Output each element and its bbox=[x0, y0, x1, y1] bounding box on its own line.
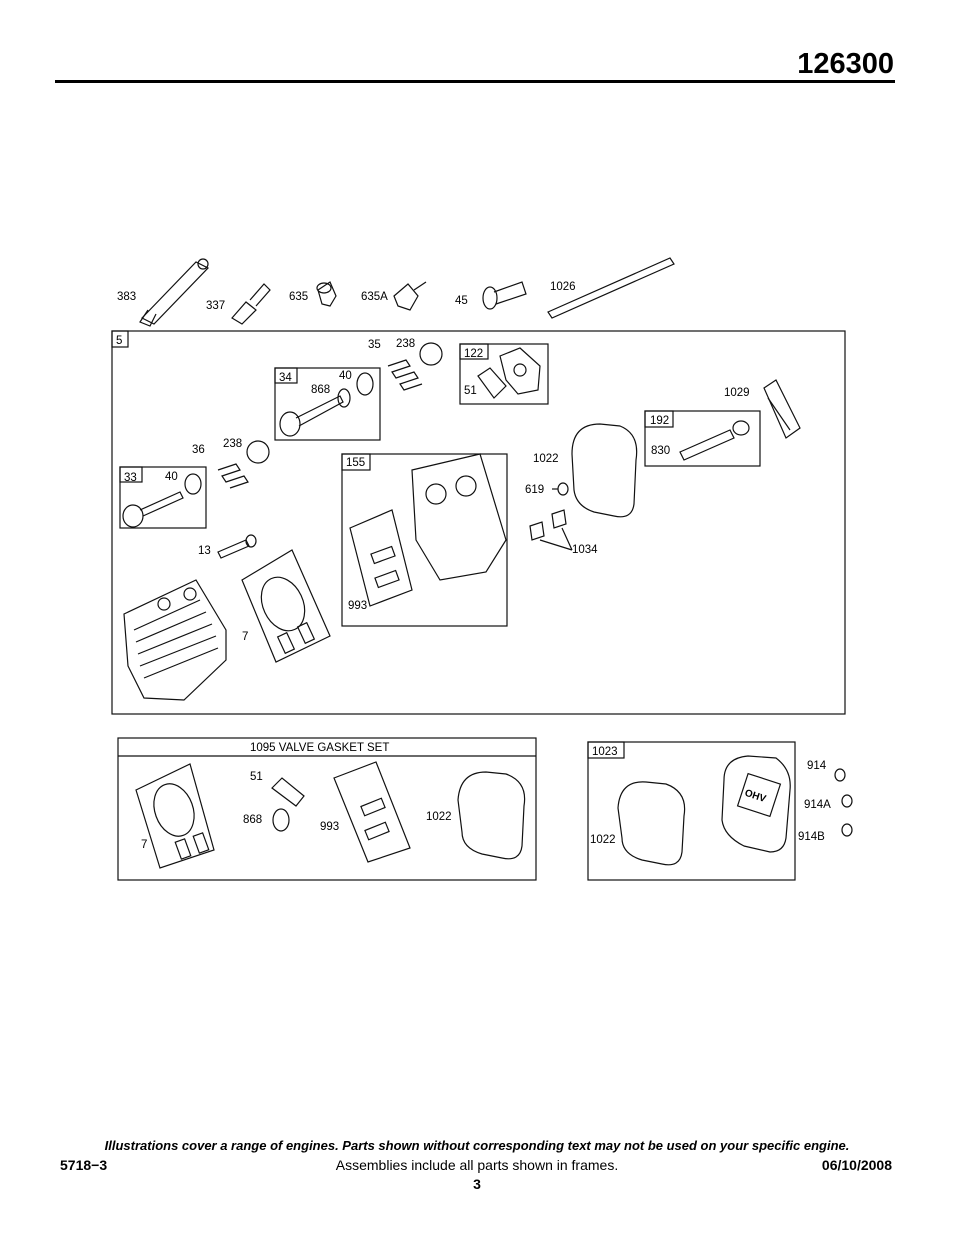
label-1034: 1034 bbox=[572, 544, 598, 556]
footer-disclaimer: Illustrations cover a range of engines. … bbox=[104, 1138, 850, 1153]
label-45: 45 bbox=[455, 295, 468, 307]
label-238-a: 238 bbox=[396, 338, 415, 350]
logo-ohv: OHV bbox=[743, 788, 767, 805]
frame-5-tag bbox=[111, 330, 129, 348]
part-1029-rocker-cover-piece bbox=[763, 379, 801, 439]
label-36: 36 bbox=[192, 444, 205, 456]
label-914B: 914B bbox=[798, 831, 825, 843]
frame-155 bbox=[341, 453, 508, 627]
label-1022-b: 1022 bbox=[426, 811, 452, 823]
label-34: 34 bbox=[279, 372, 292, 384]
label-51-b: 51 bbox=[250, 771, 263, 783]
part-valve-exhaust bbox=[122, 473, 202, 528]
part-238-retainer bbox=[419, 342, 443, 366]
label-40-b: 40 bbox=[165, 471, 178, 483]
label-635: 635 bbox=[289, 291, 308, 303]
part-122-breather bbox=[477, 347, 541, 399]
label-7-b: 7 bbox=[141, 839, 147, 851]
frame-33 bbox=[119, 466, 207, 529]
label-40-a: 40 bbox=[339, 370, 352, 382]
label-868-b: 868 bbox=[243, 814, 262, 826]
label-635A: 635A bbox=[361, 291, 388, 303]
part-13-bolt bbox=[217, 534, 257, 559]
label-5: 5 bbox=[116, 335, 122, 347]
label-1026: 1026 bbox=[550, 281, 576, 293]
part-cylinder-head bbox=[123, 579, 227, 701]
label-122: 122 bbox=[464, 348, 483, 360]
label-155: 155 bbox=[346, 457, 365, 469]
label-1022-a: 1022 bbox=[533, 453, 559, 465]
part-1034-clip bbox=[529, 509, 573, 551]
label-51-a: 51 bbox=[464, 385, 477, 397]
footer-date: 06/10/2008 bbox=[821, 1157, 892, 1173]
part-155-intake-adapter bbox=[411, 453, 507, 581]
part-868-seal-set bbox=[272, 808, 290, 832]
label-619: 619 bbox=[525, 484, 544, 496]
part-830-rocker-stud bbox=[679, 420, 750, 461]
part-914-screws bbox=[834, 768, 853, 837]
label-868-a: 868 bbox=[311, 384, 330, 396]
part-1022-gasket-set bbox=[457, 771, 526, 860]
label-914: 914 bbox=[807, 760, 827, 772]
part-635A-cap bbox=[393, 281, 427, 311]
label-33: 33 bbox=[124, 472, 137, 484]
label-914A: 914A bbox=[804, 799, 831, 811]
part-1022-gasket-cover bbox=[617, 781, 686, 866]
label-993-b: 993 bbox=[320, 821, 339, 833]
frame-1095-gasket-set bbox=[117, 737, 537, 881]
header-rule bbox=[55, 80, 895, 83]
label-35: 35 bbox=[368, 339, 381, 351]
label-337: 337 bbox=[206, 300, 225, 312]
part-7-head-gasket-set bbox=[135, 763, 215, 869]
part-337-spark-plug bbox=[231, 283, 271, 325]
part-238-retainer-2 bbox=[246, 440, 270, 464]
part-1026-push-rod bbox=[547, 257, 675, 319]
label-13: 13 bbox=[198, 545, 211, 557]
part-619-screw bbox=[552, 482, 569, 496]
part-51-gasket-set bbox=[271, 777, 305, 807]
part-45-push-rod-guide bbox=[482, 281, 527, 310]
footer-doc-number: 5718−3 bbox=[60, 1157, 108, 1173]
frame-122 bbox=[459, 343, 549, 405]
part-993-gasket-set bbox=[333, 761, 411, 863]
part-valve-intake bbox=[279, 372, 374, 437]
model-number: 126300 bbox=[797, 48, 894, 80]
label-993-a: 993 bbox=[348, 600, 367, 612]
label-1022-c: 1022 bbox=[590, 834, 616, 846]
part-1023-valve-cover bbox=[721, 755, 791, 853]
part-35-valve-spring bbox=[387, 359, 423, 391]
part-993-gasket bbox=[349, 509, 413, 607]
part-36-valve-spring bbox=[217, 463, 249, 489]
footer-assembly-note: Assemblies include all parts shown in fr… bbox=[335, 1157, 619, 1173]
label-383: 383 bbox=[117, 291, 136, 303]
label-1023: 1023 bbox=[592, 746, 618, 758]
label-192: 192 bbox=[650, 415, 669, 427]
footer-page-number: 3 bbox=[473, 1176, 481, 1192]
part-383-rocker-arm bbox=[139, 258, 209, 327]
label-830: 830 bbox=[651, 445, 670, 457]
part-7-head-gasket bbox=[241, 549, 331, 663]
part-635-cap bbox=[316, 281, 337, 307]
label-gasket-set-title: 1095 VALVE GASKET SET bbox=[250, 742, 389, 754]
frame-34 bbox=[274, 367, 381, 441]
frame-192 bbox=[644, 410, 761, 467]
label-7-a: 7 bbox=[242, 631, 248, 643]
part-1022-cover-gasket bbox=[571, 423, 638, 518]
frame-1023 bbox=[587, 741, 796, 881]
label-238-b: 238 bbox=[223, 438, 242, 450]
label-1029: 1029 bbox=[724, 387, 750, 399]
frame-5 bbox=[111, 330, 846, 715]
